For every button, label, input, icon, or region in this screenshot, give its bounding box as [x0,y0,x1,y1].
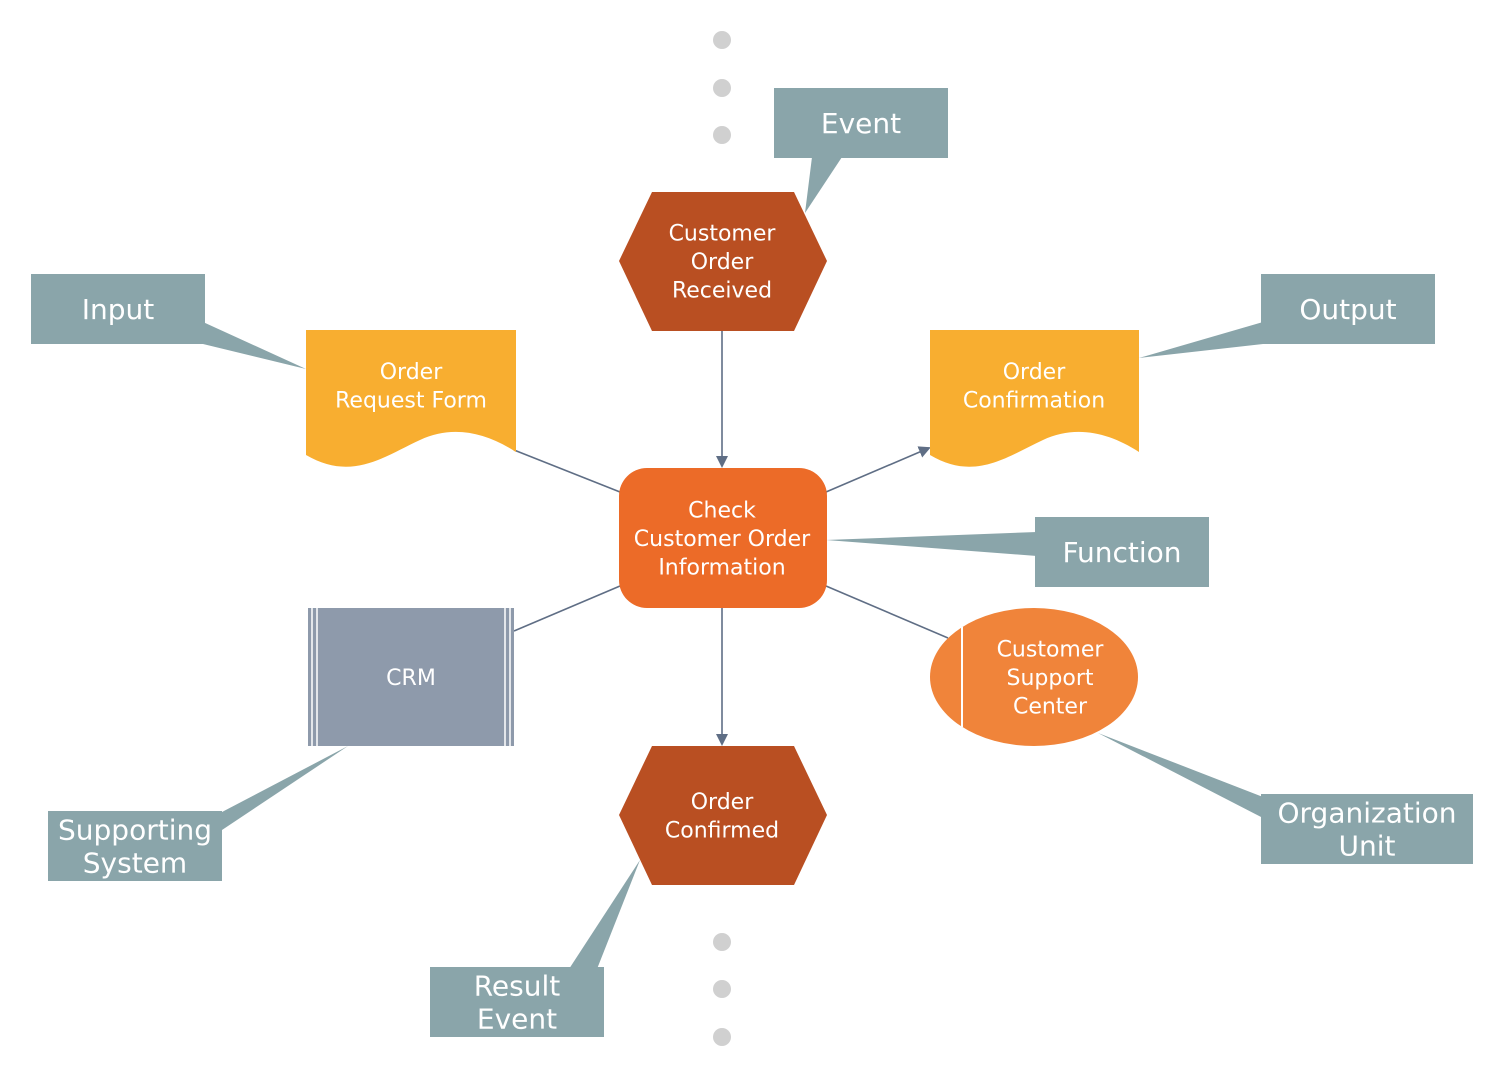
label-line: System [83,847,187,880]
continuation-dots-bottom [713,933,731,1046]
label-line: Confirmed [665,818,779,843]
label-line: Order [1003,360,1066,385]
continuation-dot [713,1028,731,1046]
continuation-dot [713,980,731,998]
system-connector [513,585,621,632]
continuation-dot [713,79,731,97]
org-unit-connector [825,585,949,639]
label-line: Support [1007,666,1094,691]
label-line: Output [1299,293,1396,326]
label-line: Received [672,279,772,304]
label-line: Center [1013,695,1088,720]
label-line: Unit [1339,830,1396,863]
label-line: Request Form [335,388,487,413]
label-line: Customer [669,222,777,247]
label-line: Input [82,293,155,326]
callout-event-label: Event [821,107,901,140]
label-line: Event [477,1003,557,1036]
callout-input-label: Input [82,293,155,326]
callout-event: Event [774,88,948,213]
label-line: Function [1062,536,1181,569]
label-line: Supporting [58,814,212,847]
label-line: Check [688,499,756,524]
continuation-dots-top [713,31,731,144]
input-connector [513,449,621,493]
label-line: Event [821,107,901,140]
label-line: Confirmation [963,388,1105,413]
label-line: Customer Order [634,527,811,552]
flow-arrow-function-to-output [825,446,931,493]
label-line: Order [380,360,443,385]
callout-function: Function [826,517,1209,587]
connectors [513,331,949,746]
label-line: Result [474,970,561,1003]
continuation-dot [713,933,731,951]
label-line: Order [691,250,754,275]
continuation-dot [713,126,731,144]
callout-output: Output [1139,274,1435,358]
supporting-system-node: CRM [308,608,514,746]
callout-function-label: Function [1062,536,1181,569]
callout-output-label: Output [1299,293,1396,326]
label-line: CRM [386,666,436,691]
label-line: Order [691,790,754,815]
label-line: Customer [997,638,1105,663]
label-line: Information [658,556,785,581]
callout-input: Input [31,274,306,369]
supporting-system-label: CRM [386,666,436,691]
label-line: Organization [1277,797,1456,830]
continuation-dot [713,31,731,49]
